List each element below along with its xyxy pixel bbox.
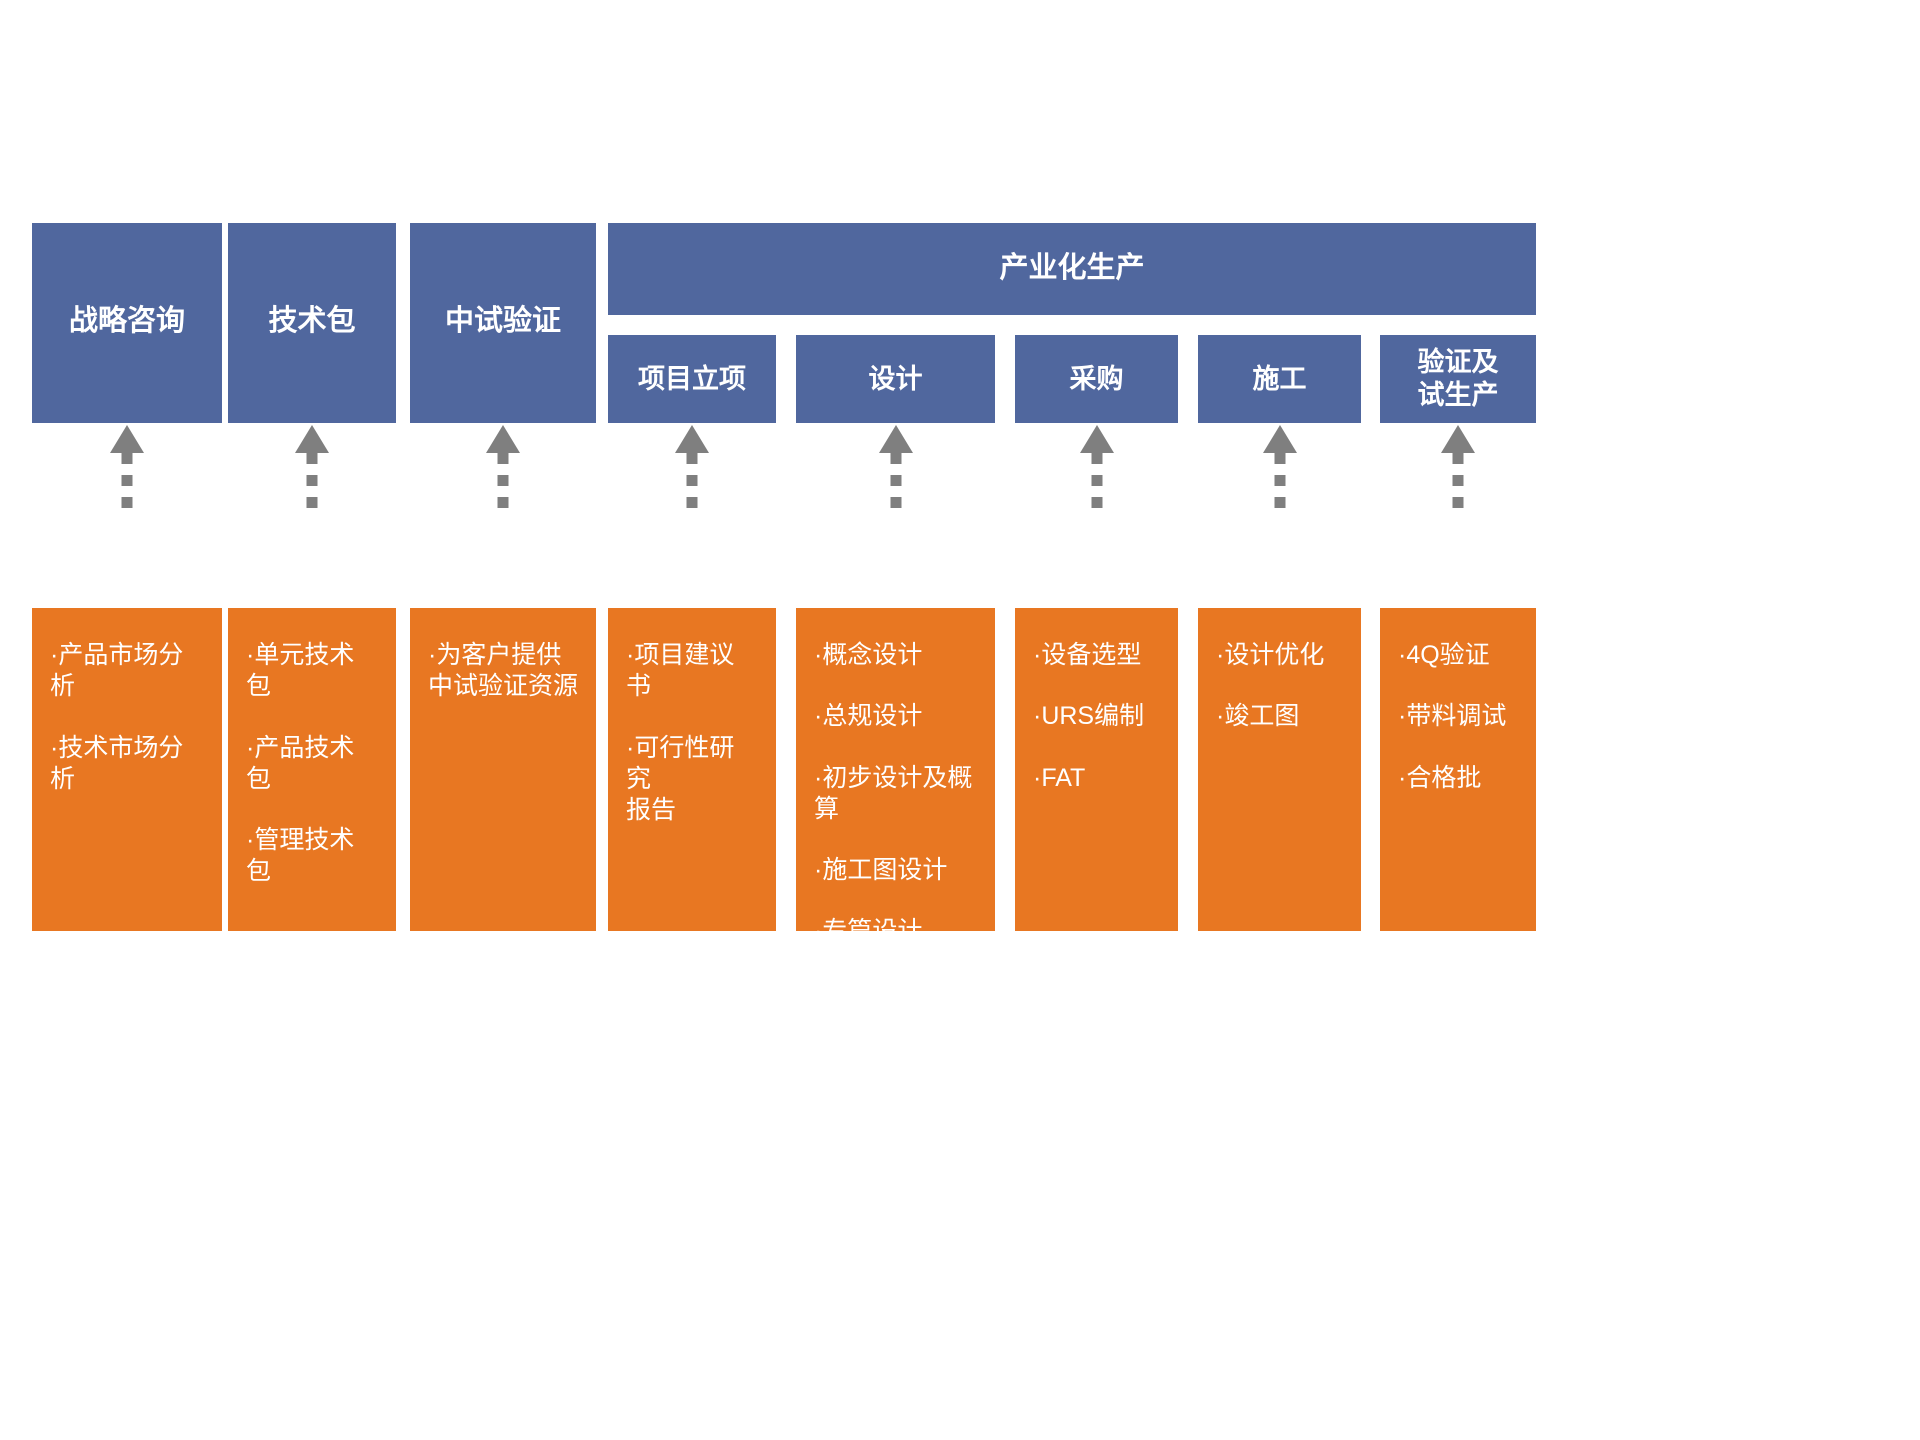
arrowhead-icon [1441, 425, 1475, 453]
list-item: ·FAT [1033, 763, 1086, 792]
substage-header-construction[interactable]: 施工 [1198, 335, 1361, 423]
substage-header-design[interactable]: 设计 [796, 335, 995, 423]
list-item: ·设备选型 [1033, 641, 1142, 669]
arrow-shaft [1452, 453, 1464, 509]
dashed-arrow-up-icon [1262, 425, 1298, 509]
deliverables-construction: ·设计优化 ·竣工图 [1198, 608, 1361, 931]
phase-header-label: 中试验证 [444, 304, 561, 337]
list-item: ·管理技术包 [246, 826, 355, 886]
list-item: ·合格批 [1398, 763, 1482, 792]
substage-header-label: 采购 [1069, 363, 1124, 394]
dashed-arrow-up-icon [109, 425, 145, 509]
list-item: ·数字孪生设计 [814, 1039, 973, 1068]
phase-header-strategy-consulting[interactable]: 战略咨询 [32, 223, 222, 423]
dashed-arrow-up-icon [485, 425, 521, 509]
list-item: ·BIM设计 [814, 978, 917, 1007]
list-item: ·竣工图 [1216, 702, 1300, 731]
arrow-shaft [890, 453, 902, 509]
list-item: ·单元技术包 [246, 641, 355, 701]
arrowhead-icon [1263, 425, 1297, 453]
banner-label: 产业化生产 [999, 252, 1145, 285]
list-item: ·为客户提供 中试验证资源 [428, 641, 579, 701]
list-item: ·专篇设计 [814, 917, 923, 946]
dashed-arrow-up-icon [1440, 425, 1476, 509]
dashed-arrow-up-icon [1079, 425, 1115, 509]
substage-header-project-initiation[interactable]: 项目立项 [608, 335, 776, 423]
deliverables-project-initiation: ·项目建议书 ·可行性研究 报告 [608, 608, 776, 931]
substage-header-label: 项目立项 [638, 363, 746, 394]
substage-header-label: 验证及 试生产 [1417, 347, 1499, 410]
deliverables-technology-package: ·单元技术包 ·产品技术包 ·管理技术包 [228, 608, 396, 931]
arrow-shaft [497, 453, 509, 509]
dashed-arrow-up-icon [674, 425, 710, 509]
dashed-arrow-up-icon [878, 425, 914, 509]
substage-header-procurement[interactable]: 采购 [1015, 335, 1178, 423]
arrowhead-icon [486, 425, 520, 453]
dashed-arrow-up-icon [294, 425, 330, 509]
list-item: ·4Q验证 [1398, 641, 1490, 669]
arrow-shaft [1274, 453, 1286, 509]
deliverables-validation-trial-production: ·4Q验证 ·带料调试 ·合格批 [1380, 608, 1536, 931]
banner-industrialized-production: 产业化生产 [608, 223, 1536, 315]
list-item: ·概念设计 [814, 641, 923, 669]
phase-header-technology-package[interactable]: 技术包 [228, 223, 396, 423]
phase-header-pilot-verification[interactable]: 中试验证 [410, 223, 596, 423]
deliverables-pilot-verification: ·为客户提供 中试验证资源 [410, 608, 596, 931]
substage-header-label: 施工 [1252, 363, 1307, 394]
phase-header-label: 技术包 [268, 304, 356, 337]
list-item: ·产品市场分析 [50, 641, 184, 701]
substage-header-label: 设计 [868, 363, 923, 394]
arrow-shaft [306, 453, 318, 509]
list-item: ·施工图设计 [814, 856, 948, 884]
arrowhead-icon [675, 425, 709, 453]
substage-header-validation-trial-production[interactable]: 验证及 试生产 [1380, 335, 1536, 423]
list-item: ·产品技术包 [246, 733, 355, 793]
arrowhead-icon [295, 425, 329, 453]
arrow-shaft [121, 453, 133, 509]
deliverables-design: ·概念设计 ·总规设计 ·初步设计及概算 ·施工图设计 ·专篇设计 ·BIM设计… [796, 608, 995, 1068]
list-item: ·带料调试 [1398, 702, 1507, 731]
list-item: ·URS编制 [1033, 702, 1145, 731]
deliverables-strategy-consulting: ·产品市场分析 ·技术市场分析 [32, 608, 222, 931]
list-item: ·设计优化 [1216, 641, 1325, 669]
list-item: ·技术市场分析 [50, 733, 184, 793]
arrow-shaft [1091, 453, 1103, 509]
arrowhead-icon [110, 425, 144, 453]
list-item: ·项目建议书 [626, 641, 735, 701]
deliverables-procurement: ·设备选型 ·URS编制 ·FAT [1015, 608, 1178, 931]
list-item: ·初步设计及概算 [814, 763, 973, 823]
arrowhead-icon [1080, 425, 1114, 453]
phase-header-label: 战略咨询 [68, 304, 185, 337]
list-item: ·可行性研究 报告 [626, 733, 735, 825]
arrowhead-icon [879, 425, 913, 453]
arrow-shaft [686, 453, 698, 509]
list-item: ·总规设计 [814, 702, 923, 731]
